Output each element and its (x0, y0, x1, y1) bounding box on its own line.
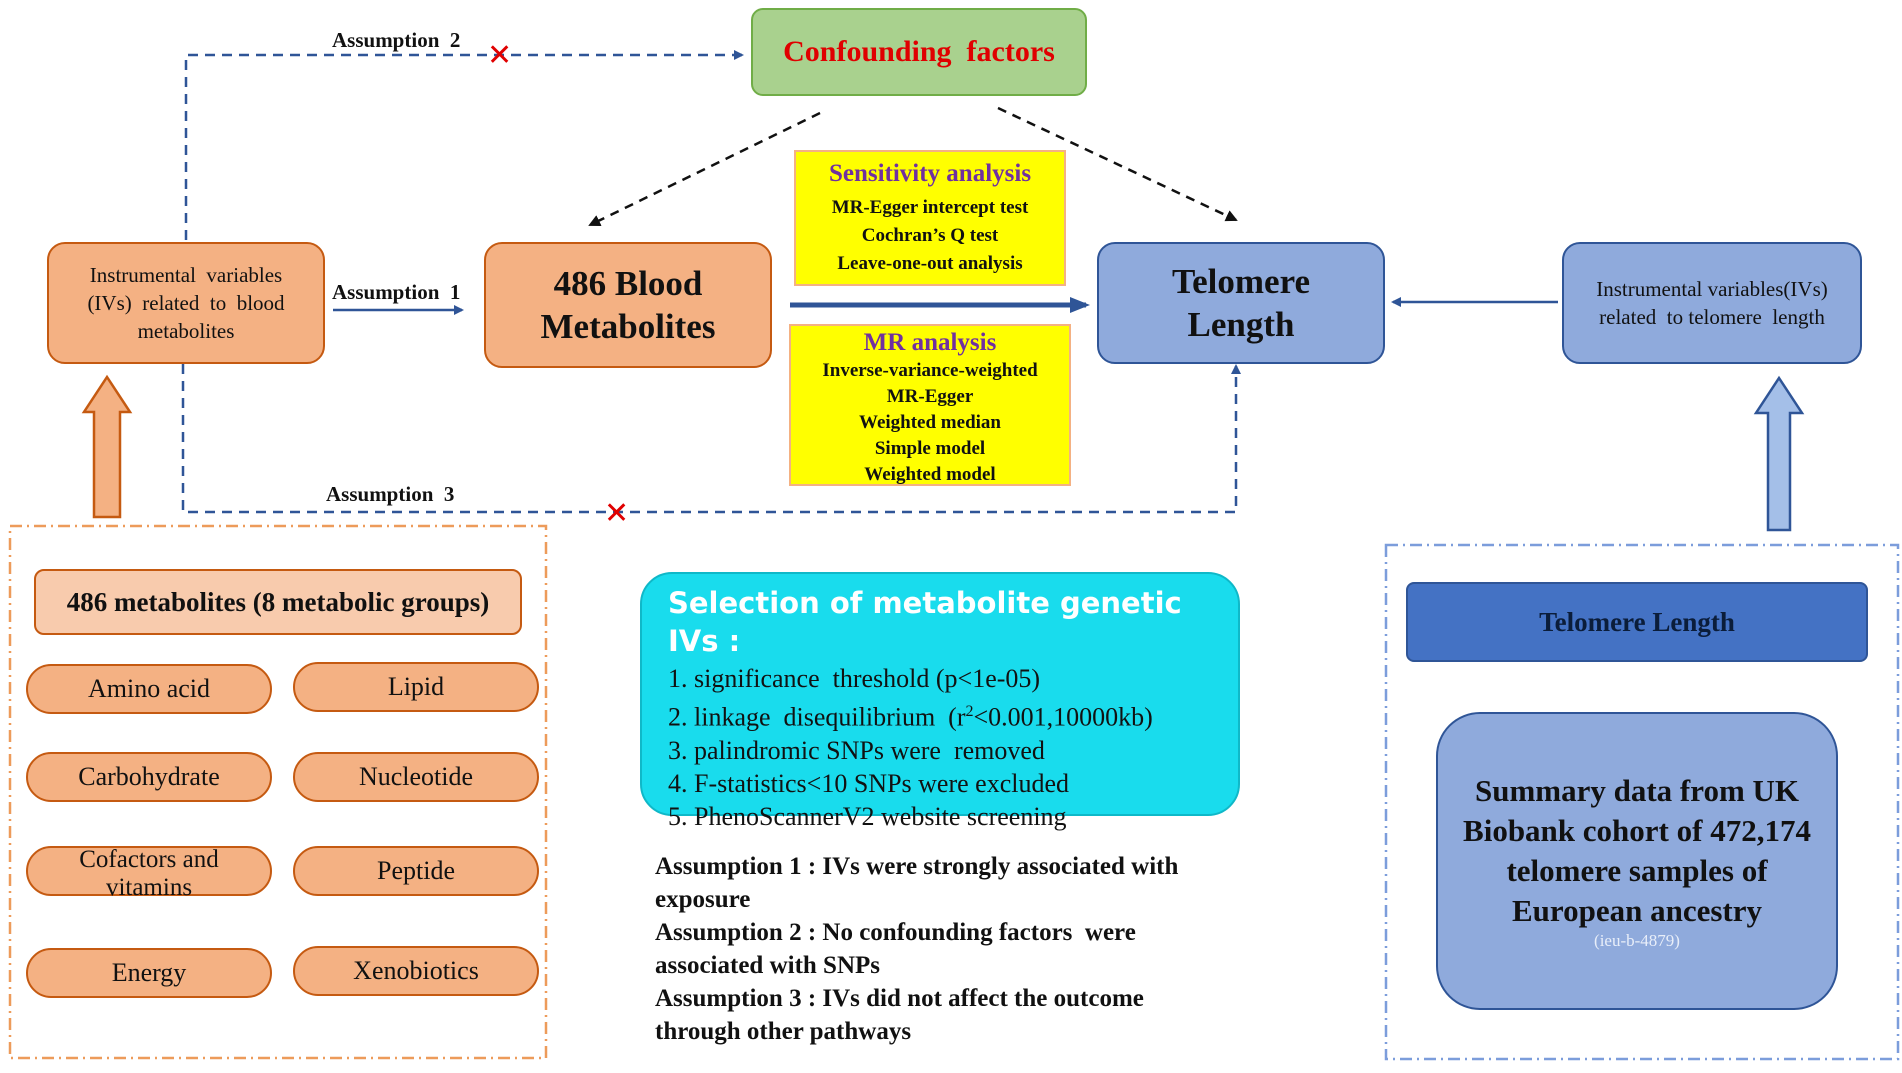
selection-list: 1. significance threshold (p<1e-05) 2. l… (668, 662, 1238, 833)
blue-up-arrow (1753, 375, 1805, 532)
mr-analysis-item: MR-Egger (886, 386, 974, 407)
assumption3-cross-icon: ✕ (604, 496, 630, 531)
group-pill: Cofactors and vitamins (26, 846, 272, 896)
sensitivity-item: MR-Egger intercept test (831, 197, 1029, 218)
telomere-length-line2: Length (1187, 305, 1295, 344)
selection-item: 4. F-statistics<10 SNPs were excluded (668, 768, 1070, 798)
ivs-metabolites-line1: Instrumental variables (89, 263, 283, 287)
ivs-telomere-line1: Instrumental variables(IVs) (1596, 277, 1828, 301)
telomere-summary-id: (ieu-b-4879) (1594, 931, 1680, 950)
group-pill: Carbohydrate (26, 752, 272, 802)
mr-analysis-item: Inverse-variance-weighted (822, 360, 1038, 381)
assumption2-text: Assumption 2 : No confounding factors we… (655, 919, 1136, 946)
group-pill: Xenobiotics (293, 946, 539, 996)
group-pill: Lipid (293, 662, 539, 712)
assumptions-text: Assumption 1 : IVs were strongly associa… (655, 850, 1255, 1048)
telomere-summary-box: Summary data from UK Biobank cohort of 4… (1436, 712, 1838, 1010)
telomere-summary-text: Summary data from UK Biobank cohort of 4… (1463, 773, 1811, 928)
selection-box: Selection of metabolite genetic IVs : 1.… (640, 572, 1240, 831)
assumption2-text-cont: associated with SNPs (655, 952, 881, 979)
sensitivity-title: Sensitivity analysis (828, 160, 1032, 187)
group-pill: Energy (26, 948, 272, 998)
group-label: Energy (111, 958, 187, 987)
assumption1-label: Assumption 1 (332, 280, 461, 304)
mr-analysis-title: MR analysis (863, 329, 997, 356)
assumption3-text: Assumption 3 : IVs did not affect the ou… (655, 985, 1144, 1012)
selection-title: Selection of metabolite genetic IVs : (668, 586, 1182, 658)
assumption2-cross-icon: ✕ (487, 38, 513, 73)
mr-analysis-item: Weighted model (864, 464, 996, 485)
ivs-metabolites-box: Instrumental variables (IVs) related to … (47, 242, 325, 364)
selection-item2-prefix: 2. linkage disequilibrium (r (668, 702, 966, 732)
group-pill: Nucleotide (293, 752, 539, 802)
selection-item: 5. PhenoScannerV2 website screening (668, 801, 1067, 831)
confounding-to-metabolites-arrow (588, 111, 821, 227)
assumption1-text-cont: exposure (655, 886, 751, 913)
group-label: Carbohydrate (78, 762, 220, 791)
group-label: Nucleotide (358, 762, 474, 791)
blood-metabolites-line1: 486 Blood (553, 264, 703, 303)
confounding-factors-label: Confounding factors (783, 35, 1055, 68)
group-label: Lipid (387, 672, 445, 701)
orange-up-arrow (81, 374, 133, 519)
blood-metabolites-box: 486 Blood Metabolites (484, 242, 772, 368)
blood-metabolites-line2: Metabolites (540, 307, 716, 346)
confounding-factors-box: Confounding factors (751, 8, 1087, 96)
telomere-length-box: Telomere Length (1097, 242, 1385, 364)
assumption1-text: Assumption 1 : IVs were strongly associa… (655, 853, 1179, 880)
mr-analysis-item: Weighted median (859, 412, 1001, 433)
selection-item: 3. palindromic SNPs were removed (668, 735, 1045, 765)
telomere-length-line1: Telomere (1171, 262, 1311, 301)
group-label: Xenobiotics (353, 956, 479, 985)
group-pill: Peptide (293, 846, 539, 896)
sensitivity-item: Cochran’s Q test (861, 225, 999, 246)
selection-item: 1. significance threshold (p<1e-05) (668, 664, 1041, 693)
group-label: Amino acid (87, 674, 211, 703)
ivs-telomere-line2: related to telomere length (1599, 305, 1825, 329)
mr-analysis-item: Simple model (874, 438, 986, 459)
mr-analysis-box: MR analysis Inverse-variance-weighted MR… (789, 324, 1071, 486)
telomere-source-header-text: Telomere Length (1539, 606, 1735, 637)
selection-item: 2. linkage disequilibrium (r2<0.001,1000… (668, 695, 1238, 734)
telomere-source-header: Telomere Length (1406, 582, 1868, 662)
sensitivity-analysis-box: Sensitivity analysis MR-Egger intercept … (794, 150, 1066, 286)
sensitivity-item: Leave-one-out analysis (837, 253, 1023, 274)
selection-item2-sup: 2 (965, 703, 974, 720)
assumption3-text-cont: through other pathways (655, 1018, 912, 1045)
group-label: Peptide (377, 856, 455, 885)
metabolite-groups-header-text: 486 metabolites (8 metabolic groups) (66, 586, 490, 617)
ivs-metabolites-line3: metabolites (137, 319, 235, 343)
ivs-telomere-box: Instrumental variables(IVs) related to t… (1562, 242, 1862, 364)
assumption2-route (184, 50, 744, 240)
assumption3-label: Assumption 3 (326, 482, 455, 506)
group-label: Cofactors and vitamins (79, 846, 219, 896)
metabolite-groups-header: 486 metabolites (8 metabolic groups) (34, 569, 522, 635)
ivs-metabolites-line2: (IVs) related to blood (87, 291, 285, 315)
group-pill: Amino acid (26, 664, 272, 714)
selection-item2-suffix: <0.001,10000kb) (973, 702, 1153, 732)
assumption2-label: Assumption 2 (332, 28, 461, 52)
